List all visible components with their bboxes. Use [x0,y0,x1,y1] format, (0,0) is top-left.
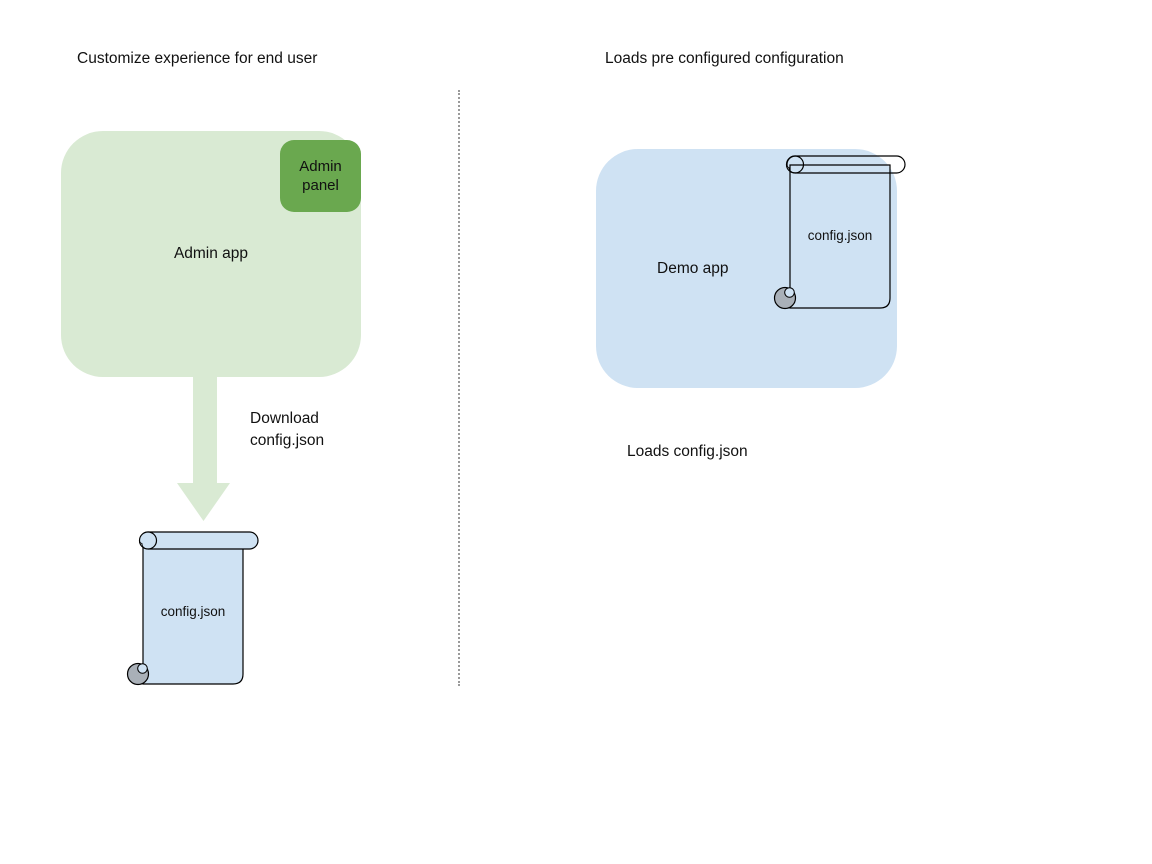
config-json-scroll-right: config.json [772,152,908,310]
admin-panel-label: Admin panel [299,158,342,194]
right-section-title: Loads pre configured configuration [605,50,844,67]
left-section-title: Customize experience for end user [77,50,318,67]
download-arrow-label: Download config.json [250,410,325,449]
download-arrow-shape [177,377,230,521]
config-json-label-left: config.json [160,604,226,619]
scroll-icon [773,155,906,310]
scroll-top-bar [139,531,259,550]
download-arrow-icon [177,377,230,521]
loads-config-caption: Loads config.json [627,443,748,460]
demo-app-shape [596,149,897,388]
scroll-body [789,164,891,309]
scroll-icon [126,531,259,686]
admin-panel-shape: Admin panel [280,140,361,212]
scroll-top-roll-shading [786,164,796,174]
scroll-bottom-curl-notch [784,287,795,298]
demo-app-label: Demo app [657,260,729,277]
scroll-body [142,540,244,685]
scroll-top-roll-shading [139,540,149,550]
config-json-label-right: config.json [807,228,873,243]
admin-app-label: Admin app [173,245,249,262]
scroll-bottom-curl-notch [137,663,148,674]
config-json-scroll-left: config.json [125,528,261,686]
section-divider [458,90,460,686]
